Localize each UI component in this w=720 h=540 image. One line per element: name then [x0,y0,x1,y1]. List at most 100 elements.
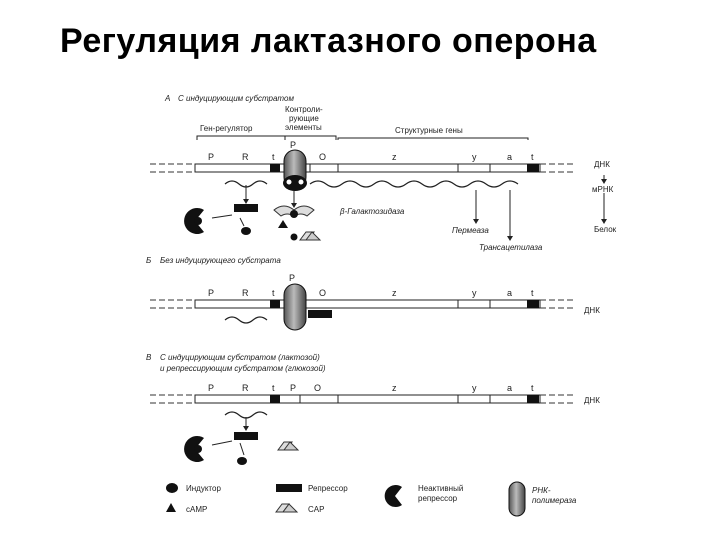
terminator-t2 [527,164,539,172]
arrow-head-icon [291,203,297,208]
arrow-head-icon [601,179,607,184]
cap-legend-icon [282,503,299,513]
camp-legend-icon [166,503,176,512]
gene-p: P [290,383,296,393]
terminator-t2 [527,395,539,403]
legend-repressor: Репрессор [308,484,348,493]
cap-icon [305,231,322,241]
gene-r: R [242,383,249,393]
gene-r: R [242,152,249,162]
panel-a-heading: С индуцирующим субстратом [178,94,294,103]
arrow-head-icon [601,219,607,224]
terminator-t1 [270,395,280,403]
gene-z: z [392,383,397,393]
galactosidase-label: β-Галактозидаза [339,207,405,216]
gene-p: P [208,383,214,393]
cap-icon [283,441,300,451]
inducer-icon [241,227,251,235]
panel-c: В С индуцирующим субстратом (лактозой) и… [146,353,600,465]
gene-o: O [319,288,326,298]
repressor-shape [234,432,258,440]
rna-polymerase-shape [283,283,307,331]
arrow-line [239,217,245,227]
arrow-head-icon [243,199,249,204]
dna-strand [194,163,541,173]
structural-genes-label: Структурные гены [395,126,463,135]
gene-t: t [531,383,534,393]
dna-strand [194,394,541,404]
gene-y: y [472,152,477,162]
gene-a: a [507,152,512,162]
rna-polymerase-legend-icon [508,481,526,517]
panel-a-letter: А [164,94,170,103]
dna-label: ДНК [584,396,600,405]
gene-o: O [314,383,321,393]
camp-icon [286,179,292,185]
legend-camp: cAMP [186,505,207,514]
repressor-on-operator [308,310,332,318]
gene-t: t [531,152,534,162]
legend-inactive-2: репрессор [418,494,458,503]
inducer-icon [237,457,247,465]
dna-label: ДНК [584,306,600,315]
gene-r: R [242,288,249,298]
control-elements-label-2: рующие [289,114,319,123]
terminator-t1 [270,164,280,172]
panel-a: А С индуцирующим субстратом Ген-регулято… [150,94,617,252]
control-elements-brace [284,135,337,140]
control-elements-label-1: Контроли- [285,105,323,114]
gene-p: P [289,273,295,283]
mrna-regulator-wave [224,316,268,324]
arrow-line [211,440,233,446]
repressor-legend-icon [276,484,302,492]
mrna-structural-wave [309,180,519,188]
gene-z: z [392,288,397,298]
gene-t: t [272,152,275,162]
gene-regulator-brace [196,135,286,140]
dna-strand [194,299,541,309]
gene-a: a [507,288,512,298]
panel-c-heading-2: и репрессирующим субстратом (глюкозой) [160,364,326,373]
camp-icon [298,179,304,185]
panel-b-letter: Б [146,256,151,265]
legend-rnap-2: полимераза [532,496,577,505]
camp-icon [290,210,298,218]
gene-a: a [507,383,512,393]
arrow-line [239,442,245,456]
camp-icon [278,220,288,228]
inducer-icon [194,445,202,453]
legend-rnap-1: РНК- [532,486,551,495]
gene-t: t [272,383,275,393]
cap-camp-complex [283,175,307,191]
repressor-shape [234,204,258,212]
panel-c-heading-1: С индуцирующим субстратом (лактозой) [160,353,320,362]
protein-label: Белок [594,225,617,234]
panel-b-heading: Без индуцирующего субстрата [160,256,281,265]
gene-t: t [272,288,275,298]
legend-inactive-1: Неактивный [418,484,463,493]
panel-b: Б Без индуцирующего субстрата P R t O z … [146,256,600,331]
panel-c-letter: В [146,353,152,362]
gene-regulator-label: Ген-регулятор [200,124,253,133]
inducer-icon [194,217,202,225]
gene-y: y [472,288,477,298]
inducer-legend-icon [166,483,178,493]
dna-label: ДНК [594,160,610,169]
gene-p: P [290,140,296,150]
arrow-head-icon [507,236,513,241]
terminator-t2 [527,300,539,308]
gene-y: y [472,383,477,393]
slide-title: Регуляция лактазного оперона [60,22,597,60]
arrow-line [211,214,233,219]
control-elements-label-3: элементы [285,123,322,132]
terminator-t1 [270,300,280,308]
gene-p: P [208,152,214,162]
legend-cap: CAP [308,505,324,514]
mrna-label: мРНК [592,185,614,194]
gene-o: O [319,152,326,162]
arrow-head-icon [473,219,479,224]
inactive-repressor-legend-icon [384,485,402,508]
permease-label: Пермеаза [452,226,489,235]
